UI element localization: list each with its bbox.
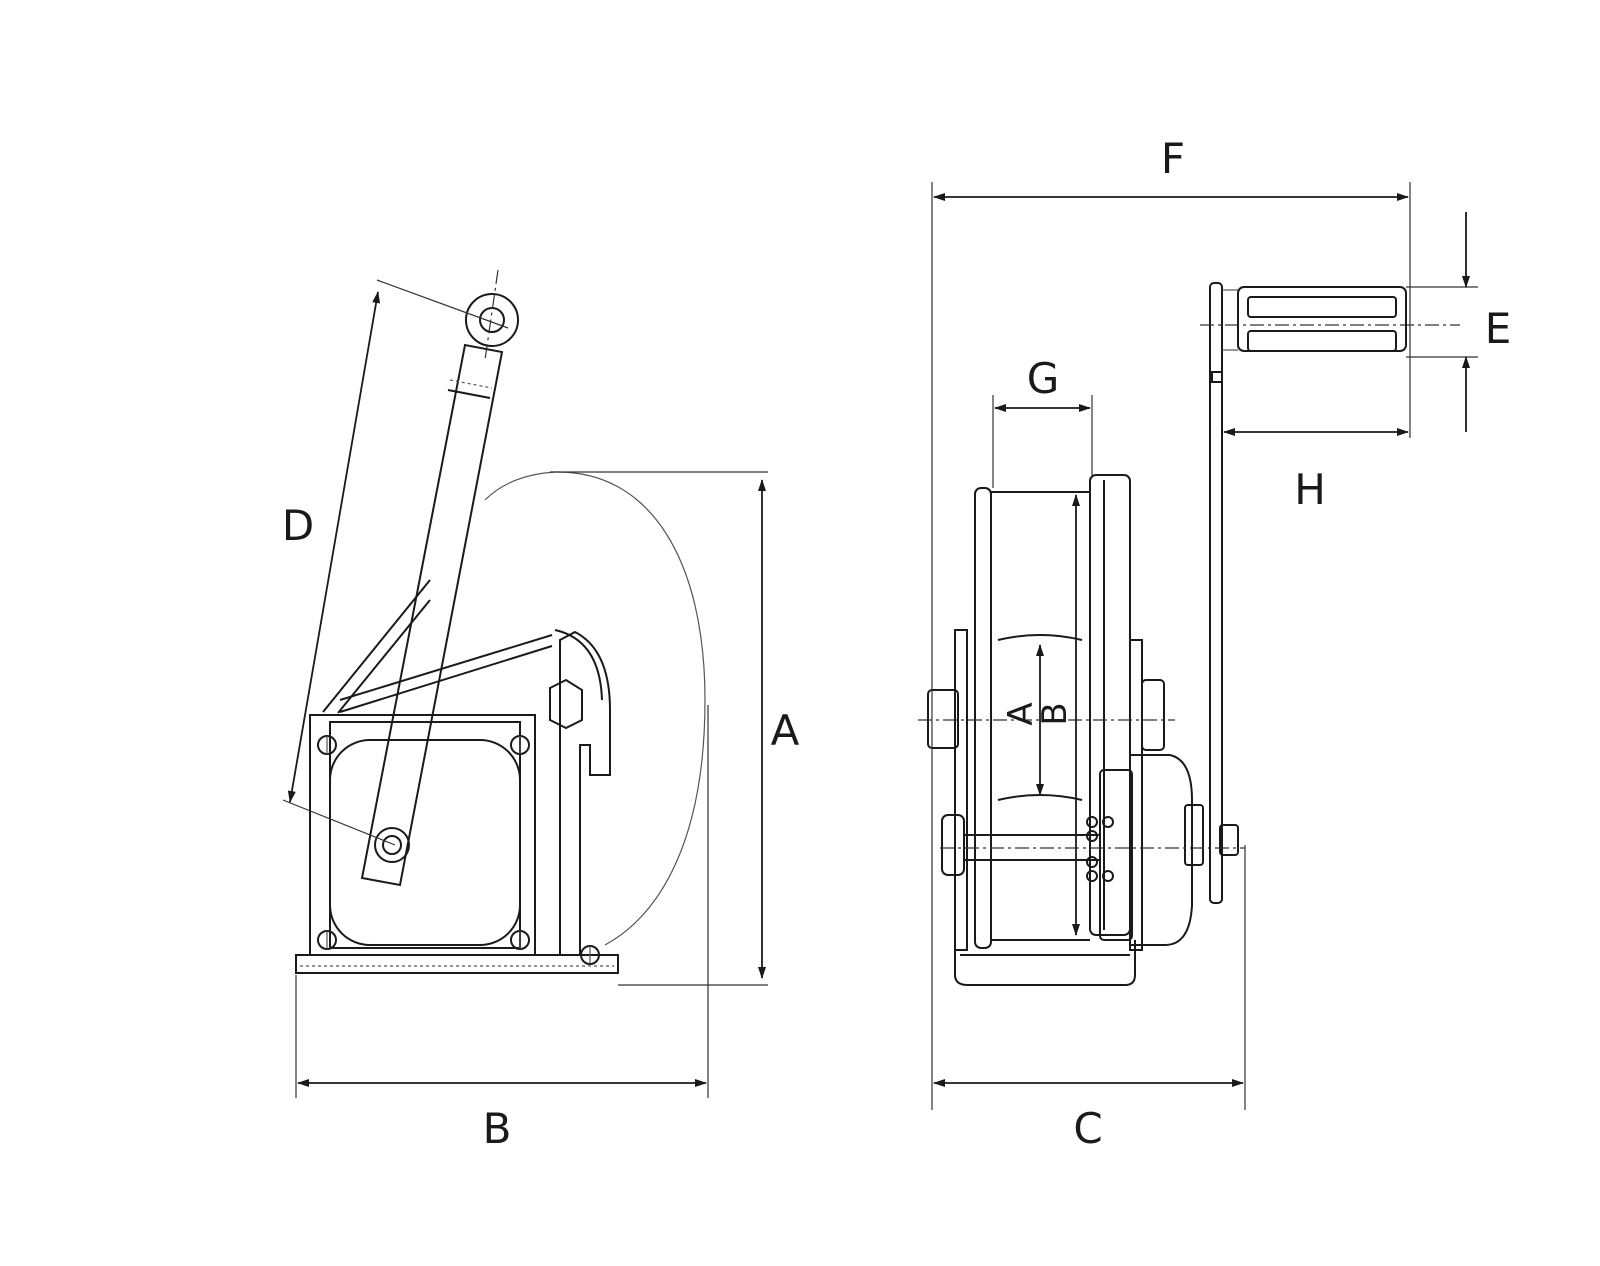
label-g: G [1027, 354, 1060, 403]
dim-d [282, 279, 509, 846]
front-gear-teeth [1086, 816, 1114, 882]
side-frame [309, 714, 536, 955]
dim-g [992, 395, 1093, 488]
label-d: D [282, 501, 314, 550]
label-e: E [1485, 304, 1512, 353]
side-crank-handle [360, 269, 519, 887]
front-view: F E H G A B [918, 134, 1511, 1153]
front-drum-flange-left [974, 487, 992, 949]
front-right-plate [1129, 639, 1143, 951]
front-base-frame [954, 940, 1136, 986]
label-c: C [1073, 1104, 1102, 1153]
side-view: D A B [282, 269, 800, 1153]
front-crank-arm [1200, 282, 1460, 904]
dim-b-side [295, 705, 709, 1098]
front-upper-shaft-left [927, 689, 959, 749]
dim-f [931, 182, 1411, 1110]
dim-e [1406, 212, 1478, 432]
front-gear-housing [1130, 754, 1193, 946]
dim-c [933, 845, 1246, 1110]
front-drum-core [991, 491, 1090, 941]
front-lower-shaft-left [941, 814, 965, 876]
label-b-side: B [483, 1104, 512, 1153]
side-bolts [317, 735, 600, 965]
side-base-plate [295, 954, 619, 974]
front-left-plate [954, 629, 968, 951]
label-f: F [1161, 134, 1185, 183]
label-b-drum: B [1035, 702, 1075, 725]
label-a-side: A [771, 706, 800, 755]
side-drum-outline [484, 471, 706, 946]
label-h: H [1294, 465, 1326, 514]
label-a-drum: A [1001, 702, 1041, 725]
front-crank-grip [1222, 286, 1407, 352]
side-hex-nut [549, 678, 583, 730]
side-cover-plate [329, 739, 521, 946]
